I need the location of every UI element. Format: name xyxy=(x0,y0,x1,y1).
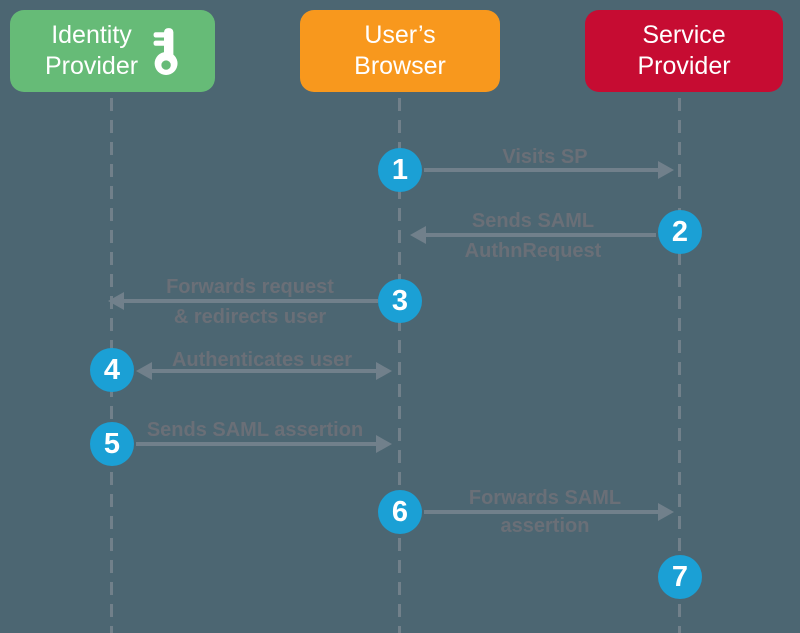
actor-identity-provider: Identity Provider xyxy=(10,10,215,92)
step-3-badge: 3 xyxy=(378,279,422,323)
users-browser-label: User’s Browser xyxy=(354,21,446,80)
step-6-label-line2: assertion xyxy=(500,515,590,537)
step-7-badge: 7 xyxy=(658,555,702,599)
step-2-badge: 2 xyxy=(658,210,702,254)
step-5-badge: 5 xyxy=(90,422,134,466)
service-provider-label: Service Provider xyxy=(637,21,731,80)
actor-service-provider: Service Provider xyxy=(585,10,783,92)
step-2-label-line1: Sends SAML xyxy=(471,210,595,232)
step-3-label-line1: Forwards request xyxy=(166,276,334,298)
actor-users-browser: User’s Browser xyxy=(300,10,500,92)
step-5-arrow-right xyxy=(136,435,392,453)
step-1-label: Visits SP xyxy=(502,146,588,168)
step-2-label-line2: AuthnRequest xyxy=(464,240,602,262)
step-2-arrow-left xyxy=(410,226,656,244)
step-3-arrow-left xyxy=(108,292,378,310)
step-3-label-line2: & redirects user xyxy=(173,306,327,328)
step-6-arrow-right xyxy=(424,503,674,521)
step-6-label-line1: Forwards SAML xyxy=(468,487,622,509)
step-6-badge: 6 xyxy=(378,490,422,534)
lifeline-service-provider xyxy=(678,98,681,633)
key-icon xyxy=(153,28,178,75)
step-1-badge: 1 xyxy=(378,148,422,192)
step-4-label: Authenticates user xyxy=(171,349,353,371)
step-5-label: Sends SAML assertion xyxy=(146,419,364,441)
step-1-arrow-right xyxy=(424,161,674,179)
step-4-badge: 4 xyxy=(90,348,134,392)
step-4-arrow-both xyxy=(136,362,392,380)
lifeline-users-browser xyxy=(398,98,401,633)
identity-provider-label: Identity Provider xyxy=(44,21,139,80)
